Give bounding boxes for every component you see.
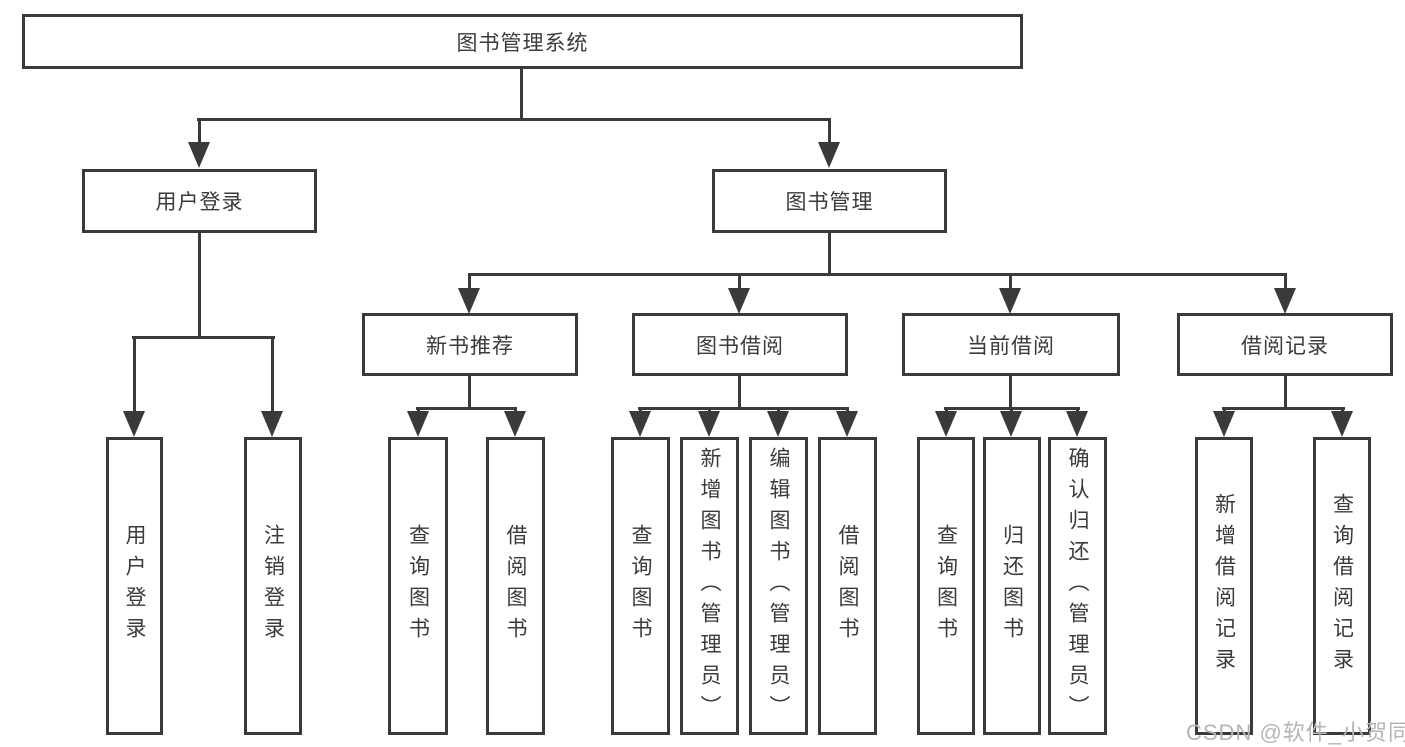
leaf-newbook-query-books: 查询图书 [388,437,448,735]
leaf-label: 查询借阅记录 [1330,493,1354,679]
node-label: 图书管理系统 [456,31,589,55]
node-root-system: 图书管理系统 [22,14,1023,69]
leaf-user-login: 用户登录 [106,437,163,735]
node-label: 新书推荐 [426,334,514,358]
leaf-record-query-borrow-record: 查询借阅记录 [1313,437,1371,735]
leaf-label: 借阅图书 [836,524,859,648]
connector-borrow-stem [738,375,741,409]
connector-level3-bus [468,273,1287,276]
connector-newbook-stem [468,375,471,409]
leaf-label: 查询图书 [934,524,958,648]
connector-newbook-bus [416,407,517,410]
node-user-login: 用户登录 [82,169,317,233]
connector-root-stem [520,68,523,120]
arrow-to-borrow-record [1274,288,1296,314]
arrow-to-br-add [1213,411,1235,437]
arrow-to-cb-query [935,411,957,437]
arrow-to-br-query [1331,411,1353,437]
connector-borrow-drop [738,275,741,292]
connector-mgmt-drop [828,120,831,146]
leaf-borrow-query-books: 查询图书 [611,437,670,735]
arrow-to-bb-borrow [836,411,858,437]
leaf-current-confirm-return-admin: 确认归还（管理员） [1048,437,1107,735]
leaf-current-query-books: 查询图书 [917,437,975,735]
leaf-borrow-add-books-admin: 新增图书（管理员） [680,437,739,735]
connector-user-stem [198,232,201,338]
connector-current-drop [1009,275,1012,292]
connector-borrow-bus [638,407,849,410]
connector-user-bus [132,336,275,339]
arrow-to-nb-borrow [504,411,526,437]
leaf-record-add-borrow-record: 新增借阅记录 [1195,437,1253,735]
csdn-watermark: CSDN @软件_小贺同学 [1186,720,1405,745]
leaf-borrow-borrow-books: 借阅图书 [818,437,877,735]
connector-current-stem [1009,375,1012,409]
arrow-to-nb-query [407,411,429,437]
connector-mgmt-stem [828,232,831,275]
arrow-to-new-book [458,288,480,314]
leaf-label: 确认归还（管理员） [1066,446,1089,726]
arrow-to-cb-return [1000,411,1022,437]
node-label: 图书管理 [785,191,874,214]
connector-ul-logout-drop [271,338,274,415]
node-book-borrow: 图书借阅 [632,313,848,376]
arrow-to-book-borrow [728,288,750,314]
leaf-label: 新增图书（管理员） [698,446,721,726]
node-label: 图书借阅 [696,334,784,358]
node-label: 当前借阅 [967,334,1055,358]
node-label: 借阅记录 [1241,334,1329,358]
arrow-to-current-borrow [999,288,1021,314]
leaf-borrow-edit-books-admin: 编辑图书（管理员） [749,437,808,735]
arrow-to-bb-edit [767,411,789,437]
arrow-to-bb-add [698,411,720,437]
arrow-to-book-mgmt [818,142,840,168]
arrow-to-user-login [188,142,210,168]
arrow-to-cb-confirm [1066,411,1088,437]
connector-newbook-drop [468,275,471,292]
connector-level1-bus [197,118,831,121]
node-current-borrow: 当前借阅 [902,313,1120,376]
connector-record-stem [1284,375,1287,409]
leaf-label: 查询图书 [406,524,430,648]
leaf-label: 编辑图书（管理员） [767,446,790,726]
leaf-label: 借阅图书 [504,524,527,648]
connector-record-drop [1284,275,1287,292]
node-book-management: 图书管理 [712,169,947,233]
node-borrow-record: 借阅记录 [1177,313,1393,376]
connector-record-bus [1222,407,1345,410]
arrow-to-bb-query [629,411,651,437]
leaf-newbook-borrow-books: 借阅图书 [486,437,545,735]
arrow-to-leaf-logout [261,411,283,437]
arrow-to-leaf-user-login [123,411,145,437]
leaf-label: 新增借阅记录 [1212,493,1236,679]
leaf-label: 用户登录 [123,524,146,648]
connector-ul-login-drop [133,338,136,415]
leaf-label: 注销登录 [261,524,285,648]
leaf-label: 归还图书 [1000,524,1024,648]
leaf-logout: 注销登录 [244,437,302,735]
node-new-book-recommend: 新书推荐 [362,313,578,376]
leaf-label: 查询图书 [629,524,652,648]
node-label: 用户登录 [155,191,244,214]
leaf-current-return-books: 归还图书 [983,437,1041,735]
connector-user-drop [198,120,201,146]
